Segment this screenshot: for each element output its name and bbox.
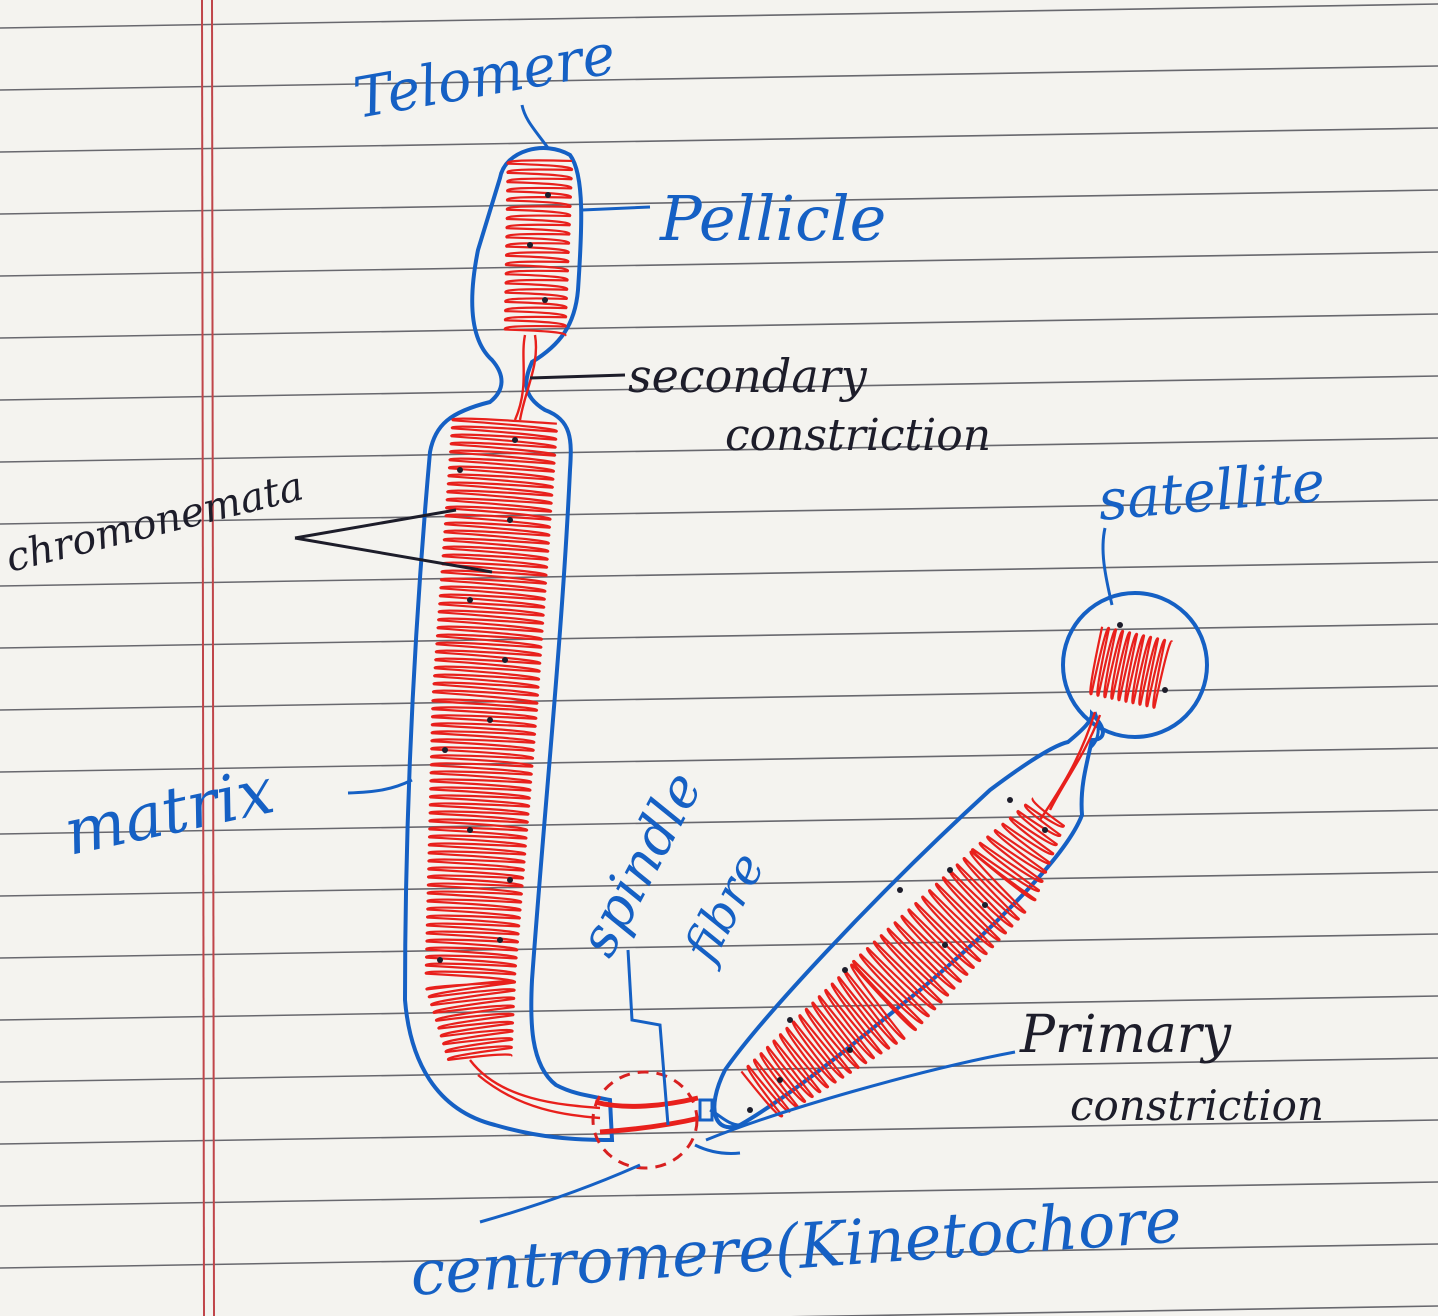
label-matrix: matrix <box>58 754 280 870</box>
chromomere-dot <box>982 902 988 908</box>
chromomere-dot <box>1117 622 1123 628</box>
margin-line-right <box>212 0 214 1316</box>
chromomere-dot <box>467 597 473 603</box>
coil-long-arm-upper <box>505 160 572 335</box>
chromomere-dot <box>467 827 473 833</box>
spindle-fibre-leader <box>628 950 668 1125</box>
chromonemata-coils <box>426 160 1172 1118</box>
chromomere-dot <box>947 867 953 873</box>
chromomere-dot <box>487 717 493 723</box>
pellicle-leader <box>582 207 650 210</box>
chromomere-dot <box>787 1017 793 1023</box>
chromomere-dot <box>457 467 463 473</box>
ruled-line <box>0 314 1438 338</box>
ruled-line <box>0 128 1438 152</box>
chromomere-dot <box>1162 687 1168 693</box>
ruled-line <box>0 562 1438 586</box>
chromomere-dot <box>847 1047 853 1053</box>
telomere-leader <box>522 105 548 148</box>
centromere-leader <box>480 1165 640 1222</box>
label-pellicle: Pellicle <box>659 182 886 255</box>
chromomere-dot <box>545 192 551 198</box>
chromomere-dot <box>747 1107 753 1113</box>
ruled-line <box>0 4 1438 28</box>
ruled-line <box>0 1182 1438 1206</box>
chromomere-dot <box>542 297 548 303</box>
ruled-line <box>0 686 1438 710</box>
satellite-leader <box>1103 528 1112 605</box>
ruled-line <box>0 624 1438 648</box>
chromomere-dot <box>512 437 518 443</box>
chromomere-dot <box>497 937 503 943</box>
strand-short-arm-to-satellite <box>1040 712 1100 820</box>
label-primary: Primary <box>1019 1005 1232 1065</box>
chromomere-dot <box>527 242 533 248</box>
chromomere-dot <box>437 957 443 963</box>
ruled-line <box>0 66 1438 90</box>
label-secondary: secondary <box>628 349 868 403</box>
chromomere-dot <box>507 517 513 523</box>
chromomere-dot <box>777 1077 783 1083</box>
secondary-constriction-leader <box>530 375 625 378</box>
label-fibre: fibre <box>672 844 776 974</box>
chromomere-dot <box>502 657 508 663</box>
chromomere-dot <box>442 747 448 753</box>
chromomere-dot <box>1042 827 1048 833</box>
chromomere-dot <box>507 877 513 883</box>
ruled-line <box>0 252 1438 276</box>
chromomere-dot <box>1007 797 1013 803</box>
margin-line-left <box>202 0 204 1316</box>
chromomere-dot <box>897 887 903 893</box>
ruled-line <box>0 1306 1438 1316</box>
label-secondary-constriction: constriction <box>725 410 991 461</box>
label-satellite: satellite <box>1096 449 1328 534</box>
strand-long-arm-to-centromere <box>470 1060 600 1118</box>
label-primary-constriction: constriction <box>1070 1081 1324 1130</box>
label-centromere: centromere(Kinetochore <box>408 1183 1184 1310</box>
matrix-leader <box>348 780 412 793</box>
label-telomere: Telomere <box>349 22 620 132</box>
chromomere-dot <box>942 942 948 948</box>
coil-satellite <box>1090 627 1172 708</box>
chromomere-dot <box>842 967 848 973</box>
